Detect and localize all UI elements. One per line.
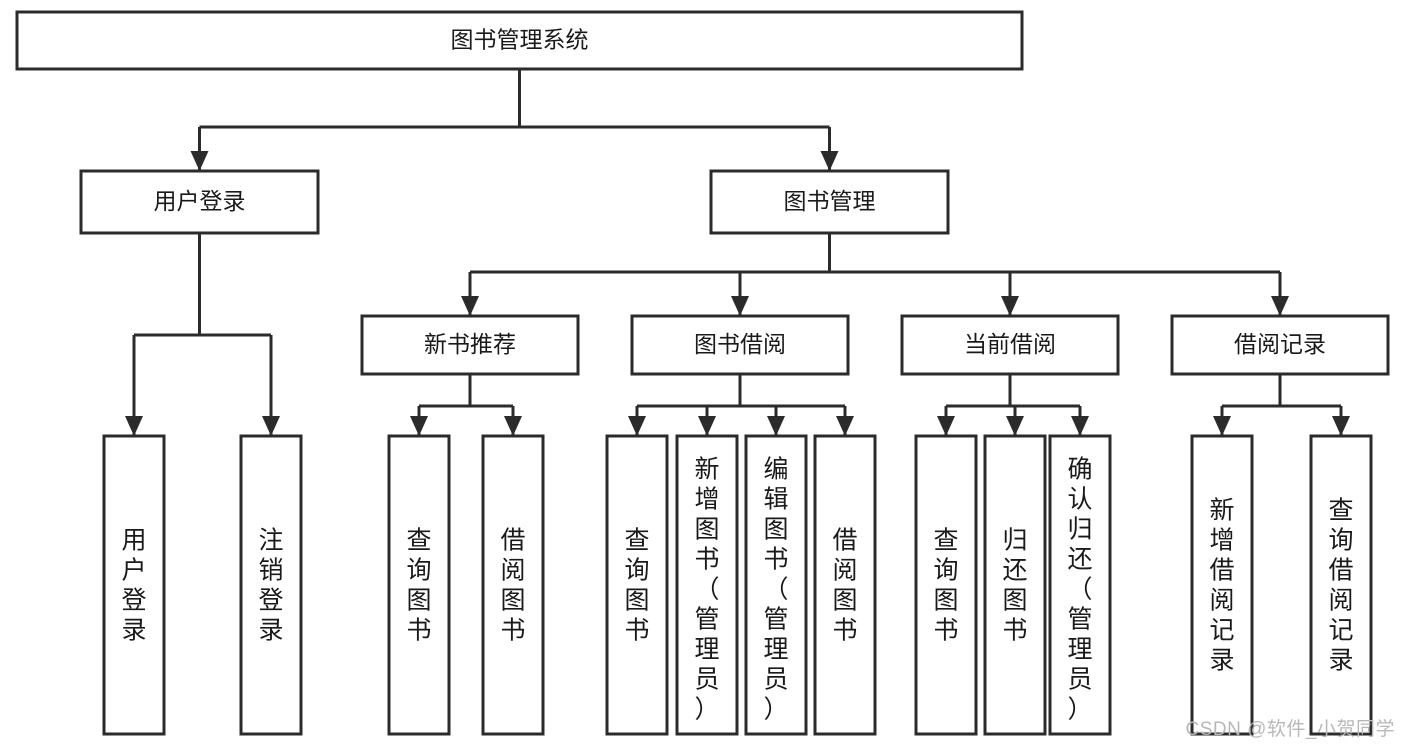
- node-label-root: 图书管理系统: [451, 27, 589, 53]
- arrow-head-icon-leaf-query-book-recommend: [410, 416, 428, 436]
- node-leaf-borrow-book[interactable]: 借阅图书: [813, 434, 877, 736]
- node-leaf-query-record[interactable]: 查询借阅记录: [1309, 434, 1373, 736]
- arrow-head-icon-current-borrow: [1001, 296, 1019, 316]
- arrow-head-icon-borrow-record: [1271, 296, 1289, 316]
- arrow-head-icon-leaf-borrow-book: [836, 416, 854, 436]
- node-label-borrow-record: 借阅记录: [1234, 331, 1326, 357]
- arrow-head-icon-leaf-user-logout: [262, 416, 280, 436]
- node-leaf-user-login[interactable]: 用户登录: [102, 434, 166, 736]
- arrow-head-icon-leaf-user-login: [125, 416, 143, 436]
- node-label-leaf-confirm-return: 确认归还（管理员）: [1067, 455, 1092, 723]
- node-user-login[interactable]: 用户登录: [79, 169, 320, 235]
- node-label-leaf-add-record: 新增借阅记录: [1209, 496, 1234, 674]
- connector-layer: [125, 69, 1350, 436]
- node-label-book-borrow: 图书借阅: [694, 331, 786, 357]
- node-borrow-record[interactable]: 借阅记录: [1170, 314, 1390, 376]
- node-label-leaf-user-logout: 注销登录: [258, 526, 283, 644]
- node-label-leaf-query-book-recommend: 查询图书: [406, 526, 431, 644]
- arrow-head-icon-book-management: [820, 151, 839, 171]
- arrow-head-icon-leaf-borrow-book-recommend: [504, 416, 522, 436]
- node-label-leaf-borrow-book-recommend: 借阅图书: [500, 526, 525, 644]
- node-box-book-borrow: [630, 314, 850, 376]
- arrow-head-icon-leaf-return-book: [1006, 416, 1024, 436]
- arrow-head-icon-leaf-add-record: [1213, 416, 1231, 436]
- node-leaf-query-book-recommend[interactable]: 查询图书: [387, 434, 451, 736]
- node-new-book-recommend[interactable]: 新书推荐: [360, 314, 580, 376]
- arrow-head-icon-leaf-query-book-borrow: [628, 416, 646, 436]
- node-label-user-login: 用户登录: [154, 188, 246, 214]
- node-leaf-return-book[interactable]: 归还图书: [983, 434, 1047, 736]
- node-box-leaf-borrow-book-recommend: [481, 434, 545, 736]
- node-leaf-query-book-borrow[interactable]: 查询图书: [605, 434, 669, 736]
- node-label-leaf-return-book: 归还图书: [1002, 526, 1027, 644]
- node-box-leaf-user-logout: [239, 434, 303, 736]
- node-box-new-book-recommend: [360, 314, 580, 376]
- node-leaf-add-book[interactable]: 新增图书（管理员）: [675, 434, 739, 736]
- arrow-head-icon-leaf-add-book: [698, 416, 716, 436]
- node-box-leaf-borrow-book: [813, 434, 877, 736]
- node-box-borrow-record: [1170, 314, 1390, 376]
- node-book-management[interactable]: 图书管理: [709, 169, 950, 235]
- node-box-leaf-return-book: [983, 434, 1047, 736]
- node-box-leaf-query-record: [1309, 434, 1373, 736]
- node-layer: 图书管理系统用户登录图书管理新书推荐图书借阅当前借阅借阅记录用户登录注销登录查询…: [15, 10, 1390, 736]
- arrow-head-icon-user-login: [190, 151, 209, 171]
- node-box-leaf-query-book-recommend: [387, 434, 451, 736]
- arrow-head-icon-leaf-edit-book: [767, 416, 785, 436]
- arrow-head-icon-leaf-confirm-return: [1071, 416, 1089, 436]
- node-leaf-borrow-book-recommend[interactable]: 借阅图书: [481, 434, 545, 736]
- node-label-leaf-borrow-book: 借阅图书: [832, 526, 857, 644]
- node-leaf-user-logout[interactable]: 注销登录: [239, 434, 303, 736]
- node-label-leaf-user-login: 用户登录: [121, 526, 146, 644]
- node-label-new-book-recommend: 新书推荐: [424, 331, 516, 357]
- node-label-leaf-add-book: 新增图书（管理员）: [694, 455, 719, 723]
- node-box-leaf-query-book-borrow: [605, 434, 669, 736]
- arrow-head-icon-new-book-recommend: [461, 296, 479, 316]
- node-box-leaf-add-record: [1190, 434, 1254, 736]
- node-box-book-management: [709, 169, 950, 235]
- arrow-head-icon-leaf-query-record: [1332, 416, 1350, 436]
- node-box-leaf-edit-book: [744, 434, 808, 736]
- node-box-current-borrow: [900, 314, 1120, 376]
- node-box-user-login: [79, 169, 320, 235]
- node-box-leaf-user-login: [102, 434, 166, 736]
- node-label-leaf-query-book-borrow: 查询图书: [624, 526, 649, 644]
- node-book-borrow[interactable]: 图书借阅: [630, 314, 850, 376]
- arrow-head-icon-book-borrow: [731, 296, 749, 316]
- node-box-root: [15, 10, 1024, 71]
- arrow-head-icon-leaf-query-book-current: [937, 416, 955, 436]
- node-label-leaf-query-book-current: 查询图书: [933, 526, 958, 644]
- node-current-borrow[interactable]: 当前借阅: [900, 314, 1120, 376]
- node-label-current-borrow: 当前借阅: [964, 331, 1056, 357]
- node-box-leaf-add-book: [675, 434, 739, 736]
- node-leaf-edit-book[interactable]: 编辑图书（管理员）: [744, 434, 808, 736]
- node-label-leaf-query-record: 查询借阅记录: [1328, 496, 1353, 674]
- node-leaf-query-book-current[interactable]: 查询图书: [914, 434, 978, 736]
- node-label-book-management: 图书管理: [784, 188, 876, 214]
- node-leaf-confirm-return[interactable]: 确认归还（管理员）: [1048, 434, 1112, 736]
- node-box-leaf-confirm-return: [1048, 434, 1112, 736]
- node-leaf-add-record[interactable]: 新增借阅记录: [1190, 434, 1254, 736]
- node-label-leaf-edit-book: 编辑图书（管理员）: [763, 455, 788, 723]
- node-box-leaf-query-book-current: [914, 434, 978, 736]
- watermark-label: CSDN @软件_小贺同学: [1185, 719, 1395, 740]
- node-root[interactable]: 图书管理系统: [15, 10, 1024, 71]
